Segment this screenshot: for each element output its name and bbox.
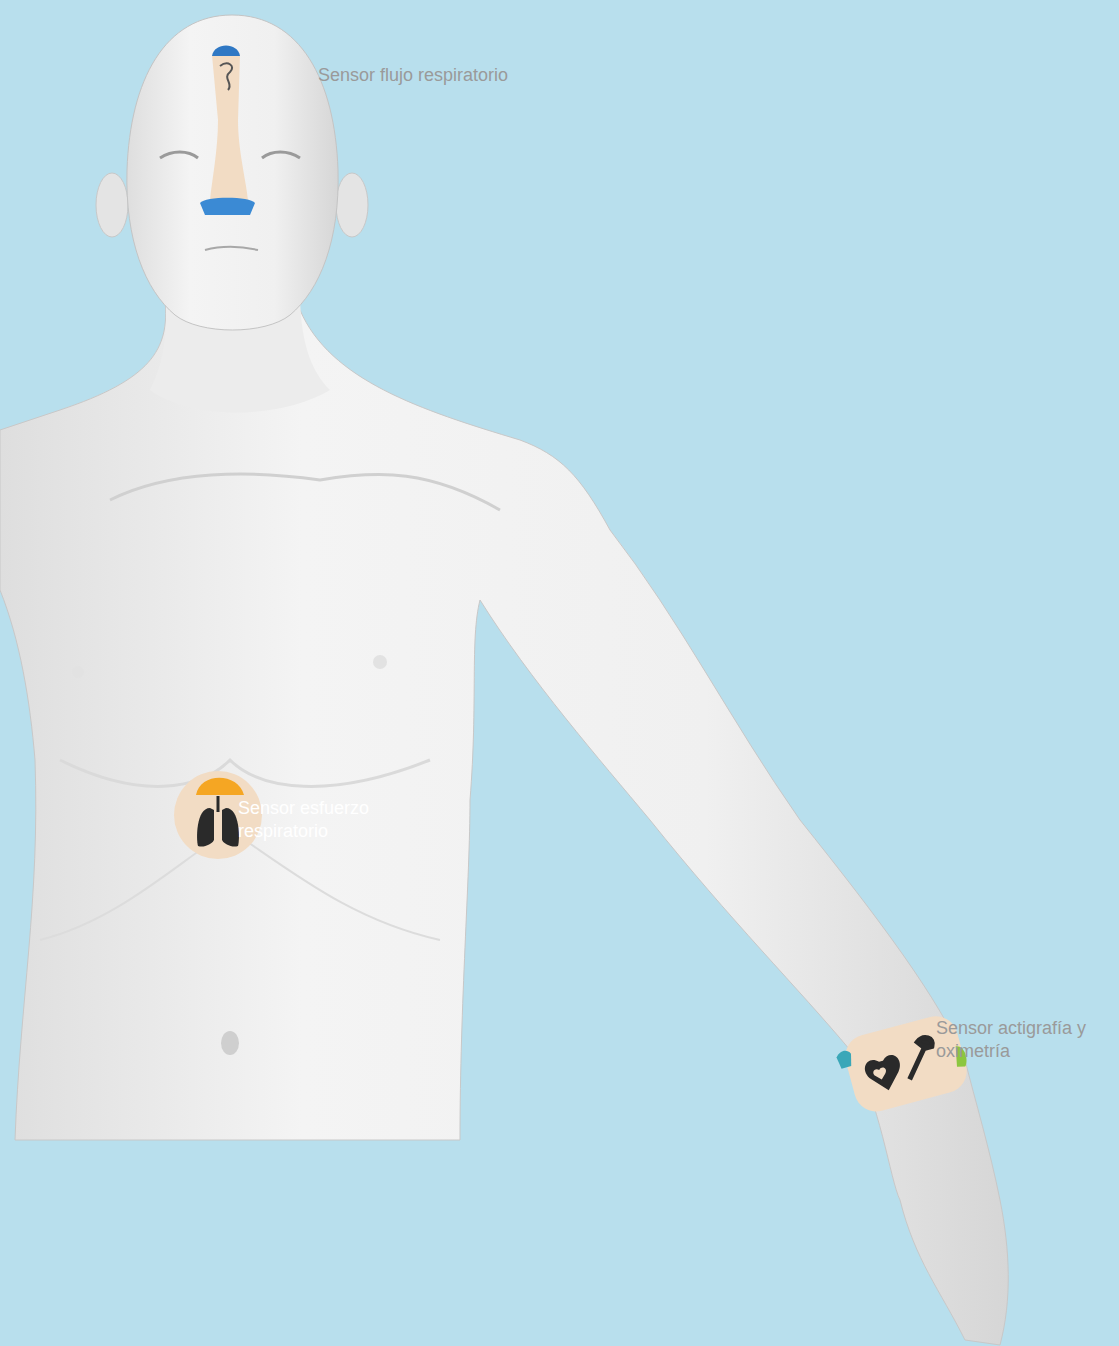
mouth — [205, 247, 258, 250]
shoulder-shading — [110, 474, 500, 510]
sensor-cap — [212, 46, 240, 57]
sensor-cap — [196, 778, 244, 795]
lung-icon — [197, 808, 214, 847]
torso-and-arm — [0, 300, 1008, 1345]
sensor-label: Sensor flujo respiratorio — [318, 64, 578, 87]
nipple — [373, 655, 387, 669]
nipple — [72, 666, 84, 678]
ear — [96, 173, 128, 237]
sensor-label: Sensor esfuerzo respiratorio — [238, 797, 403, 843]
eye — [160, 152, 198, 158]
head — [127, 15, 338, 330]
lung-icon — [222, 808, 239, 847]
sensor-label: Sensor actigrafía y oximetría — [936, 1017, 1116, 1063]
navel — [221, 1031, 239, 1055]
cannula-tip — [200, 198, 255, 215]
eye — [262, 152, 300, 158]
sensor-icon — [220, 64, 232, 90]
nasal-cannula-strip — [210, 55, 248, 200]
ear — [336, 173, 368, 237]
trachea — [217, 796, 220, 812]
